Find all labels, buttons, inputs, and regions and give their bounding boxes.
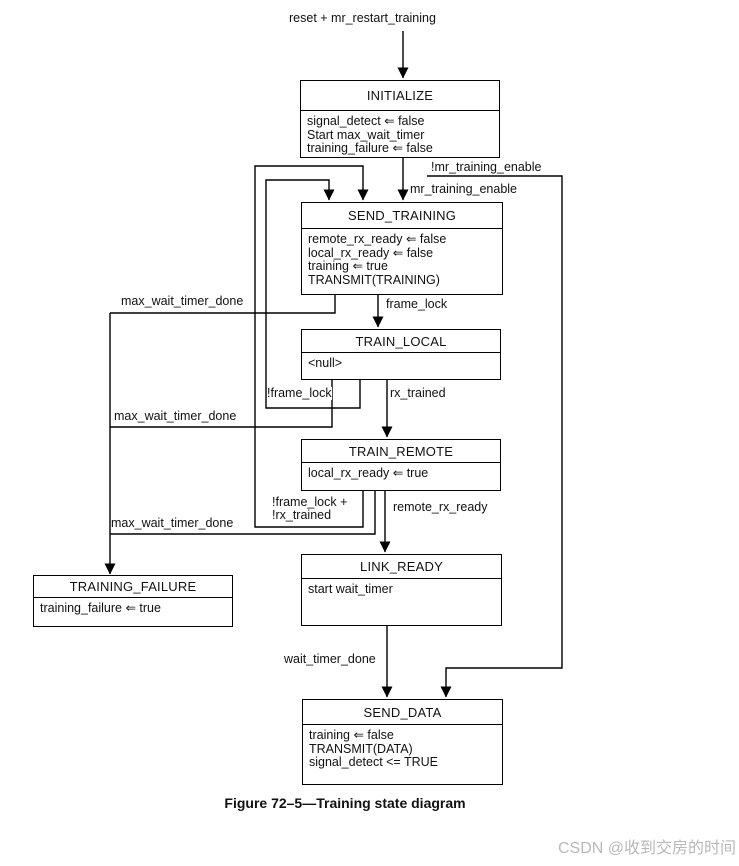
state-train-local-actions: <null> [302, 353, 500, 371]
label-not-frame-lock-not-rx-trained: !frame_lock + !rx_trained [272, 495, 348, 522]
label-line: !frame_lock + [272, 495, 348, 509]
label-max-wait-timer-done-2: max_wait_timer_done [114, 409, 237, 423]
action-line: Start max_wait_timer [307, 127, 425, 142]
state-training-failure-title: TRAINING_FAILURE [34, 576, 232, 598]
label-mr-training-enable: mr_training_enable [410, 182, 518, 196]
state-training-failure: TRAINING_FAILURE training_failure ⇐ true [33, 575, 233, 627]
state-send-training: SEND_TRAINING remote_rx_ready ⇐ false lo… [301, 202, 503, 295]
state-link-ready-title: LINK_READY [302, 555, 501, 579]
action-line: <null> [308, 356, 343, 370]
action-line: start wait_timer [308, 582, 393, 596]
label-reset: reset + mr_restart_training [289, 11, 436, 25]
action-line: TRANSMIT(DATA) [309, 741, 413, 756]
state-train-local: TRAIN_LOCAL <null> [301, 329, 501, 380]
label-wait-timer-done: wait_timer_done [284, 652, 376, 666]
action-line: TRANSMIT(TRAINING) [308, 272, 440, 287]
csdn-watermark: CSDN @收到交房的时间 [557, 840, 736, 857]
state-link-ready-actions: start wait_timer [302, 579, 501, 597]
state-link-ready: LINK_READY start wait_timer [301, 554, 502, 626]
edge-not-mr-training-enable-to-send-data [427, 175, 563, 698]
edge-not-frame-lock-loop [265, 179, 361, 409]
action-line: remote_rx_ready ⇐ false [308, 232, 447, 246]
label-max-wait-timer-done-1: max_wait_timer_done [121, 294, 244, 308]
action-line: local_rx_ready ⇐ true [308, 466, 429, 480]
state-train-remote-title: TRAIN_REMOTE [302, 440, 500, 463]
action-line: training_failure ⇐ false [307, 141, 433, 155]
action-line: training ⇐ false [309, 728, 394, 742]
edge-not-frame-lock-not-rx-trained-loop [254, 165, 369, 528]
state-initialize: INITIALIZE signal_detect ⇐ false Start m… [300, 80, 500, 158]
state-training-failure-actions: training_failure ⇐ true [34, 598, 232, 616]
state-send-data-actions: training ⇐ false TRANSMIT(DATA) signal_d… [303, 725, 502, 770]
label-not-frame-lock: !frame_lock [267, 386, 332, 400]
action-line: training ⇐ true [308, 259, 388, 273]
figure-caption: Figure 72–5—Training state diagram [224, 795, 466, 811]
state-send-data: SEND_DATA training ⇐ false TRANSMIT(DATA… [302, 699, 503, 785]
state-send-training-title: SEND_TRAINING [302, 203, 502, 229]
label-remote-rx-ready: remote_rx_ready [393, 500, 488, 514]
action-line: local_rx_ready ⇐ false [308, 245, 434, 260]
edge-max-wait-from-train-local [110, 380, 333, 428]
state-train-local-title: TRAIN_LOCAL [302, 330, 500, 353]
state-train-remote-actions: local_rx_ready ⇐ true [302, 463, 500, 481]
edge-max-wait-from-send-training [110, 295, 336, 314]
edge-max-wait-from-train-remote [110, 491, 376, 535]
state-initialize-title: INITIALIZE [301, 81, 499, 111]
state-send-data-title: SEND_DATA [303, 700, 502, 725]
action-line: signal_detect <= TRUE [309, 755, 439, 769]
state-send-training-actions: remote_rx_ready ⇐ false local_rx_ready ⇐… [302, 229, 502, 287]
label-frame-lock: frame_lock [386, 297, 448, 311]
state-initialize-actions: signal_detect ⇐ false Start max_wait_tim… [301, 111, 499, 156]
label-not-mr-training-enable: !mr_training_enable [431, 160, 542, 174]
action-line: signal_detect ⇐ false [307, 114, 425, 128]
label-rx-trained: rx_trained [390, 386, 446, 400]
label-line: !rx_trained [272, 508, 332, 522]
state-train-remote: TRAIN_REMOTE local_rx_ready ⇐ true [301, 439, 501, 491]
label-max-wait-timer-done-3: max_wait_timer_done [111, 516, 234, 530]
action-line: training_failure ⇐ true [40, 601, 161, 615]
